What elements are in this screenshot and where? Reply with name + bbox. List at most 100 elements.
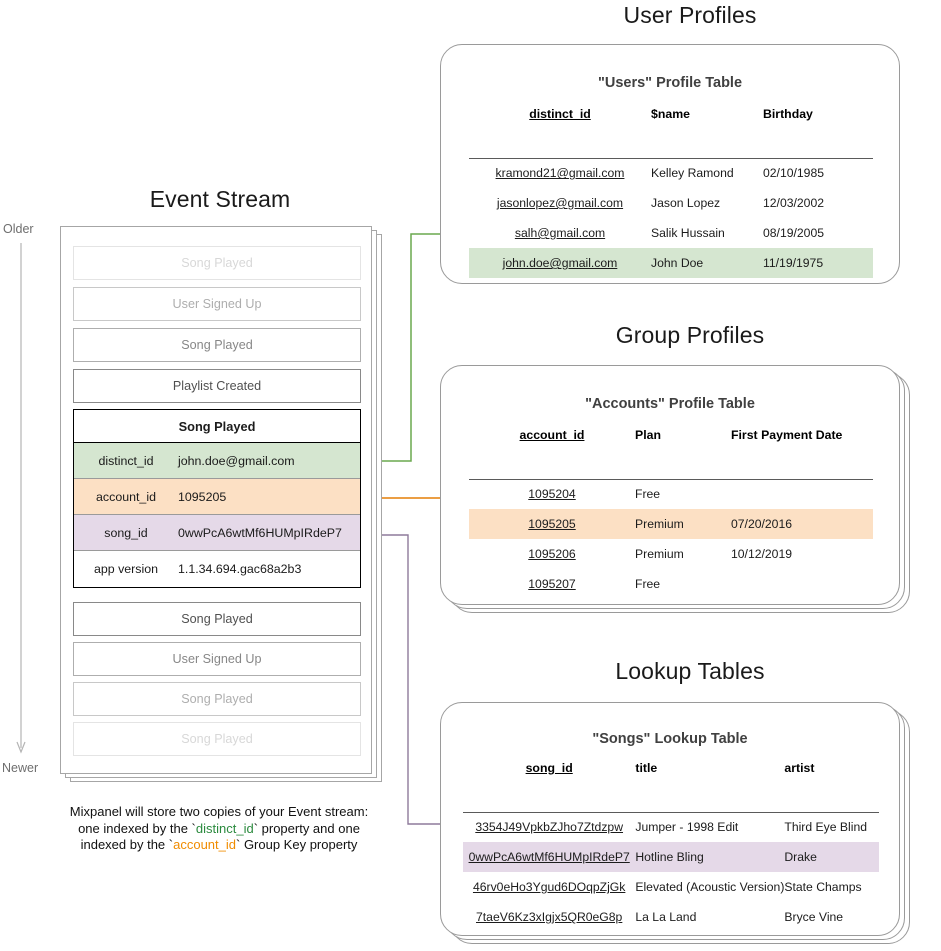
event-card-label: User Signed Up [172, 297, 262, 311]
table-row[interactable]: 46rv0eHo3Ygud6DOqpZjGk Elevated (Acousti… [463, 872, 879, 902]
table-header-row: distinct_id $name Birthday [469, 107, 873, 128]
users-table-title: "Users" Profile Table [597, 75, 743, 91]
property-value: john.doe@gmail.com [178, 453, 295, 468]
table-row[interactable]: kramond21@gmail.com Kelley Ramond 02/10/… [469, 158, 873, 188]
accounts-table: account_id Plan First Payment Date 10952… [469, 428, 873, 599]
songs-table-title: "Songs" Lookup Table [592, 731, 748, 747]
event-card[interactable]: Playlist Created [73, 369, 361, 403]
cell-artist: Drake [784, 842, 879, 872]
event-property-song-id: song_id 0wwPcA6wtMf6HUMpIRdeP7 [74, 515, 360, 551]
cell-title: La La Land [635, 910, 697, 924]
cell-first-payment [731, 569, 873, 599]
event-card-label: Song Played [181, 338, 253, 352]
cell-artist: Third Eye Blind [784, 820, 868, 835]
songs-table: song_id title artist 3354J49VpkbZJho7Ztd… [463, 761, 879, 932]
table-row-highlighted[interactable]: 0wwPcA6wtMf6HUMpIRdeP7 Hotline Bling Dra… [463, 842, 879, 872]
caption-line-3a: indexed by the ` [80, 837, 174, 852]
cell-account-id: 1095205 [528, 517, 576, 531]
axis-label-older: Older [3, 222, 34, 236]
focused-event-card[interactable]: Song Played distinct_id john.doe@gmail.c… [73, 409, 361, 588]
header-rule [463, 782, 879, 813]
cell-song-id: 46rv0eHo3Ygud6DOqpZjGk [472, 880, 626, 894]
event-card-label: Playlist Created [172, 379, 262, 393]
cell-birthday: 02/10/1985 [763, 166, 824, 181]
cell-artist: Bryce Vine [784, 910, 844, 924]
table-row-highlighted[interactable]: john.doe@gmail.com John Doe 11/19/1975 [469, 248, 873, 278]
property-value: 1.1.34.694.gac68a2b3 [178, 562, 302, 576]
cell-title: Hotline Bling [635, 842, 785, 872]
cell-plan: Free [635, 577, 661, 591]
property-key: account_id [96, 489, 156, 504]
users-table: distinct_id $name Birthday kramond21@gma… [469, 107, 873, 278]
property-value: 0wwPcA6wtMf6HUMpIRdeP7 [178, 525, 342, 540]
table-row-highlighted[interactable]: 1095205 Premium 07/20/2016 [469, 509, 873, 539]
time-axis-arrowhead [16, 741, 26, 754]
focused-event-title: Song Played [74, 410, 360, 443]
users-profile-card: "Users" Profile Table distinct_id $name … [440, 44, 900, 284]
table-row[interactable]: salh@gmail.com Salik Hussain 08/19/2005 [469, 218, 873, 248]
event-card[interactable]: User Signed Up [73, 642, 361, 676]
event-card[interactable]: Song Played [73, 328, 361, 362]
cell-title: Elevated (Acoustic Version) [635, 880, 785, 894]
event-property-distinct-id: distinct_id john.doe@gmail.com [74, 443, 360, 479]
event-card-label: Song Played [181, 256, 253, 270]
column-header-first-payment-date: First Payment Date [731, 428, 843, 442]
cell-name: Kelley Ramond [651, 166, 734, 181]
event-card[interactable]: Song Played [73, 246, 361, 280]
column-header-birthday: Birthday [763, 107, 813, 121]
diagram-caption: Mixpanel will store two copies of your E… [38, 804, 400, 854]
cell-account-id: 1095204 [528, 487, 576, 502]
user-profiles-title: User Profiles [623, 2, 757, 28]
column-header-title: title [635, 761, 658, 775]
column-header-account-id: account_id [519, 428, 585, 442]
event-card[interactable]: Song Played [73, 602, 361, 636]
cell-distinct-id: john.doe@gmail.com [502, 256, 618, 270]
cell-song-id: 7taeV6Kz3xIgjx5QR0eG8p [476, 910, 623, 924]
table-row[interactable]: 7taeV6Kz3xIgjx5QR0eG8p La La Land Bryce … [463, 902, 879, 932]
header-rule [469, 449, 873, 480]
cell-name: John Doe [651, 248, 763, 278]
accounts-profile-card: "Accounts" Profile Table account_id Plan… [440, 365, 900, 605]
table-header-row: account_id Plan First Payment Date [469, 428, 873, 449]
table-row[interactable]: 3354J49VpkbZJho7Ztdzpw Jumper - 1998 Edi… [463, 812, 879, 842]
axis-label-newer: Newer [2, 761, 39, 775]
property-key: song_id [104, 525, 148, 540]
column-header-song-id: song_id [525, 761, 573, 775]
event-card-label: Song Played [181, 612, 253, 626]
event-card-label: User Signed Up [172, 652, 262, 666]
event-property-account-id: account_id 1095205 [74, 479, 360, 515]
caption-distinct-id-key: distinct_id [195, 820, 254, 836]
table-row[interactable]: 1095206 Premium 10/12/2019 [469, 539, 873, 569]
header-rule [469, 128, 873, 159]
cell-first-payment: 10/12/2019 [731, 547, 792, 561]
property-key: app version [93, 562, 159, 576]
cell-name: Salik Hussain [651, 226, 725, 240]
songs-lookup-card: "Songs" Lookup Table song_id title artis… [440, 702, 900, 936]
cell-account-id: 1095206 [528, 547, 576, 561]
caption-account-id-key: account_id [173, 837, 236, 852]
column-header-distinct-id: distinct_id [529, 107, 591, 121]
property-key: distinct_id [98, 453, 154, 468]
event-card[interactable]: Song Played [73, 682, 361, 716]
column-header-plan: Plan [635, 428, 661, 442]
cell-song-id: 0wwPcA6wtMf6HUMpIRdeP7 [468, 850, 630, 864]
property-value: 1095205 [178, 489, 227, 504]
cell-first-payment: 07/20/2016 [731, 509, 873, 539]
caption-line-1: Mixpanel will store two copies of your E… [69, 804, 369, 819]
table-row[interactable]: 1095204 Free [469, 479, 873, 509]
accounts-table-title: "Accounts" Profile Table [585, 396, 755, 412]
event-card[interactable]: User Signed Up [73, 287, 361, 321]
table-row[interactable]: 1095207 Free [469, 569, 873, 599]
event-card[interactable]: Song Played [73, 722, 361, 756]
cell-name: Jason Lopez [651, 196, 721, 210]
caption-line-2b: ` property and one [253, 820, 360, 836]
cell-title: Jumper - 1998 Edit [635, 820, 739, 835]
table-row[interactable]: jasonlopez@gmail.com Jason Lopez 12/03/2… [469, 188, 873, 218]
event-property-app-version: app version 1.1.34.694.gac68a2b3 [74, 551, 360, 587]
cell-birthday: 08/19/2005 [763, 226, 824, 240]
cell-birthday: 11/19/1975 [763, 248, 873, 278]
cell-account-id: 1095207 [528, 577, 576, 591]
lookup-tables-title: Lookup Tables [615, 658, 765, 684]
cell-plan: Premium [635, 547, 684, 561]
